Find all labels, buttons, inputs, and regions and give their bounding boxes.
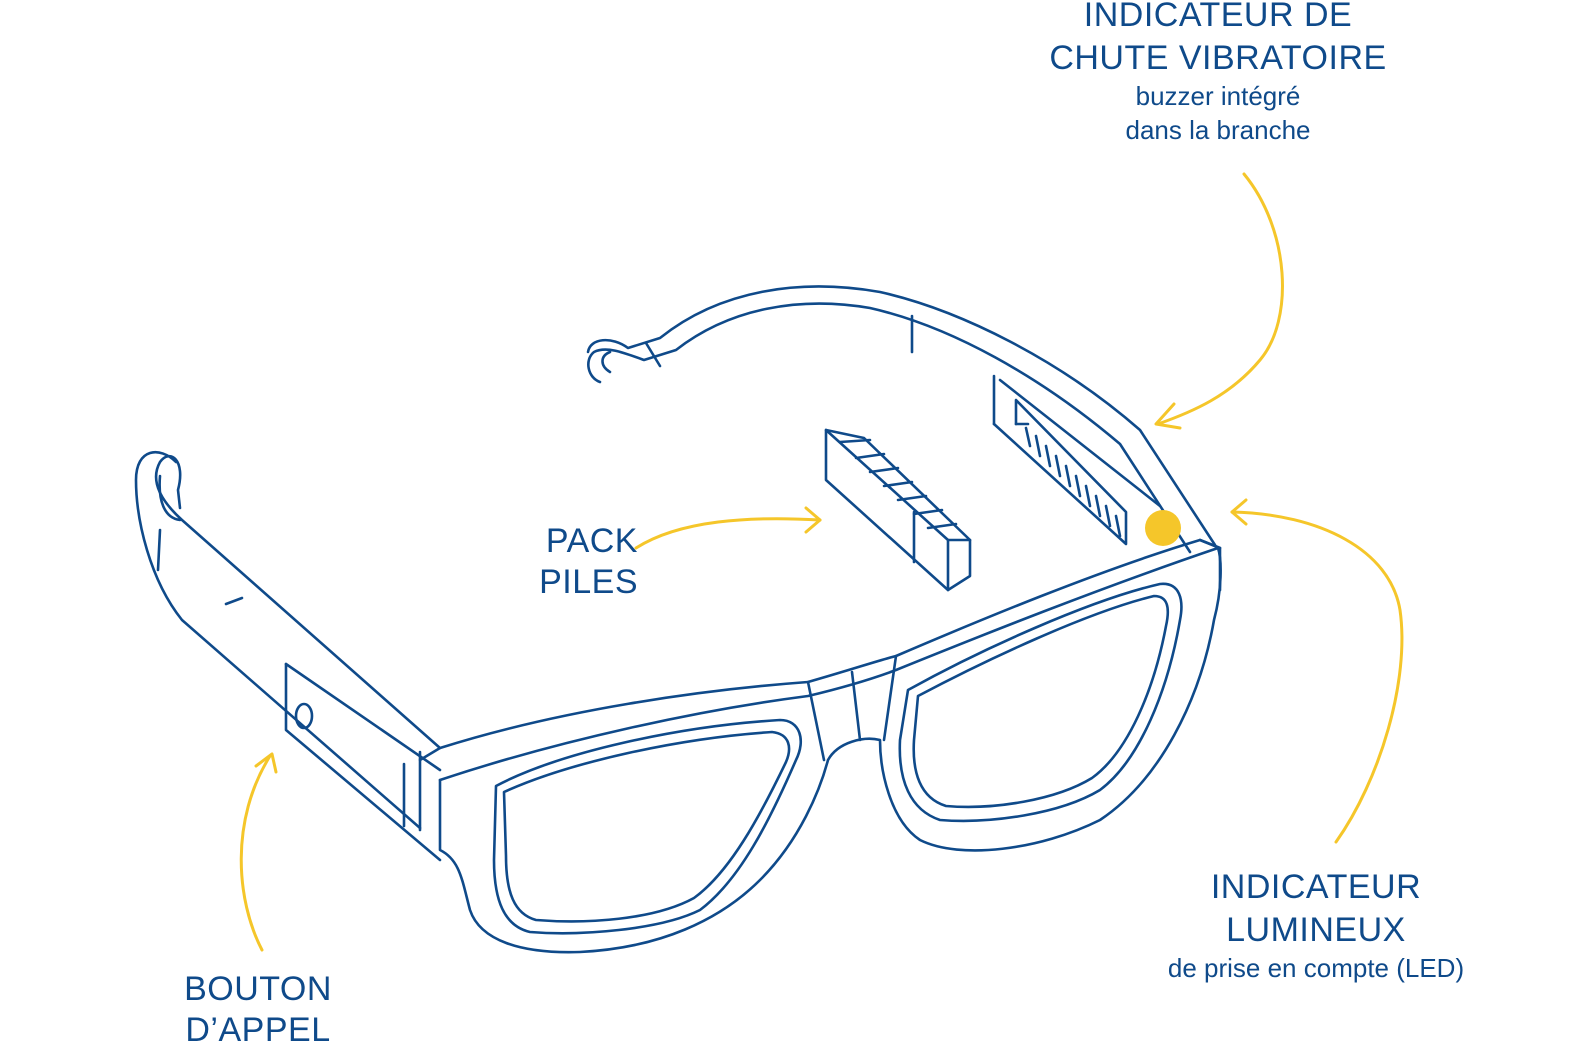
front-frame <box>418 538 1222 954</box>
vibration-sub-line1: buzzer intégré <box>1135 81 1301 112</box>
vibration-title-line2: CHUTE VIBRATOIRE <box>1049 39 1387 78</box>
light-arrow <box>1230 510 1404 844</box>
battery-arrow <box>634 517 822 550</box>
battery-title-line1: PACK <box>545 522 638 560</box>
left-temple <box>134 451 442 862</box>
vibration-indicator-label: INDICATEUR DE CHUTE VIBRATOIRE buzzer in… <box>1018 0 1418 148</box>
light-title-line1: INDICATEUR <box>1210 868 1422 906</box>
vibration-sub-line2: dans la branche <box>1125 114 1311 145</box>
call-button-label: BOUTON D’APPEL <box>148 970 368 1050</box>
call-button-title-line1: BOUTON <box>184 970 332 1008</box>
vibration-title-line1: INDICATEUR DE <box>1083 0 1353 34</box>
right-temple <box>586 285 1217 554</box>
battery-pack-label: PACK PILES <box>478 522 638 602</box>
led-indicator <box>1145 510 1181 546</box>
light-indicator-label: INDICATEUR LUMINEUX de prise en compte (… <box>1130 868 1502 986</box>
call-button-arrow <box>239 754 272 952</box>
light-title-line2: LUMINEUX <box>1226 911 1406 950</box>
glasses-frame <box>134 285 1222 954</box>
call-button-title-line2: D’APPEL <box>185 1011 331 1050</box>
battery-title-line2: PILES <box>539 563 638 602</box>
battery-pack <box>824 428 972 592</box>
vibration-arrow <box>1156 172 1284 426</box>
arrows <box>239 172 1404 952</box>
light-sub-line1: de prise en compte (LED) <box>1167 953 1465 984</box>
